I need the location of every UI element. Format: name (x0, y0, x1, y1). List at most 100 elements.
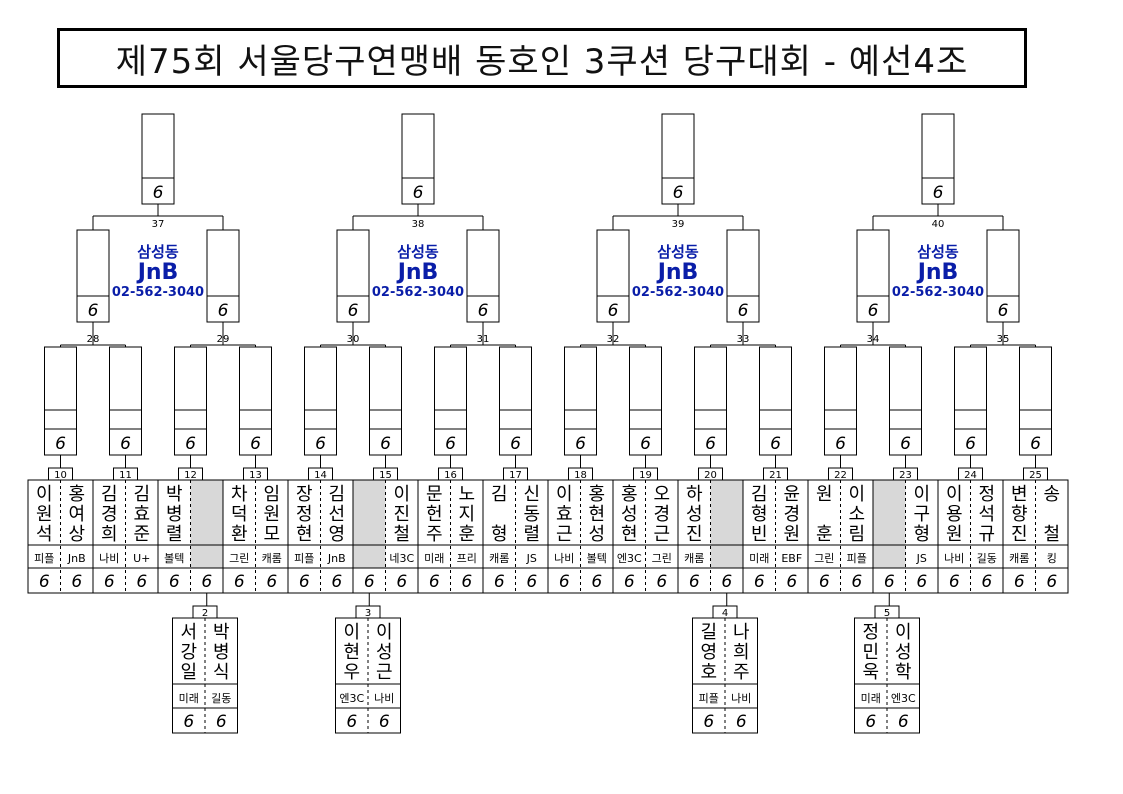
player-name-char: 주 (733, 662, 750, 683)
sponsor-brand: JnB (397, 260, 439, 285)
player-name-char: 희 (101, 524, 118, 545)
result-box (434, 346, 467, 456)
score-mark: 6 (656, 572, 667, 592)
match-number: 29 (217, 334, 230, 345)
result-box (661, 113, 695, 205)
player-name-char: 규 (978, 524, 995, 545)
score-mark: 6 (575, 434, 586, 454)
player-name-char: 렬 (166, 524, 183, 545)
player-name-char: 근 (556, 524, 573, 545)
player-name-char: 일 (180, 662, 197, 683)
match-number: 17 (509, 470, 522, 481)
result-box-frame (986, 229, 1020, 323)
player-name-char: 원 (816, 484, 833, 505)
player-name-char: 김 (491, 484, 508, 505)
player-name-char: 효 (133, 504, 150, 525)
bye-slot (710, 480, 743, 568)
player-name-char: 경 (101, 504, 118, 525)
result-box (206, 229, 240, 323)
player-name-char: 구 (913, 504, 930, 525)
score-mark: 6 (104, 572, 115, 592)
match-number: 21 (769, 470, 782, 481)
player-club: JS (916, 552, 927, 565)
bye-slot (190, 480, 223, 568)
match-number: 35 (997, 334, 1010, 345)
player-name-char: 진 (686, 524, 703, 545)
player-name-char: 헌 (426, 504, 443, 525)
result-box-frame (109, 346, 142, 456)
result-box (109, 346, 142, 456)
score-mark: 6 (703, 712, 714, 732)
player-club: JnB (67, 552, 86, 565)
match-number: 22 (834, 470, 847, 481)
player-name-char: 철 (1043, 524, 1060, 545)
match-number: 28 (87, 334, 100, 345)
score-mark: 6 (364, 572, 375, 592)
score-mark: 6 (380, 434, 391, 454)
match-number: 2 (202, 608, 208, 619)
player-name-char: 림 (848, 524, 865, 545)
player-name-char: 차 (231, 484, 248, 505)
player-name-char: 준 (133, 524, 150, 545)
score-mark: 6 (624, 572, 635, 592)
result-box-frame (596, 229, 630, 323)
player-name-char: 원 (263, 504, 280, 525)
player-name-char: 우 (343, 662, 360, 683)
score-mark: 6 (1030, 434, 1041, 454)
result-box (466, 229, 500, 323)
score-mark: 6 (216, 712, 227, 732)
match-number: 24 (964, 470, 977, 481)
player-club: 나비 (554, 552, 574, 565)
sponsor-phone: 02-562-3040 (111, 285, 205, 300)
score-mark: 6 (250, 434, 261, 454)
player-name-char: 성 (588, 524, 605, 545)
score-mark: 6 (868, 301, 879, 321)
match-number: 5 (884, 608, 890, 619)
score-mark: 6 (898, 712, 909, 732)
player-name-char: 성 (686, 504, 703, 525)
player-name-char: 변 (1011, 484, 1028, 505)
player-name-char: 학 (895, 662, 912, 683)
player-name-char: 석 (36, 524, 53, 545)
score-mark: 6 (819, 572, 830, 592)
player-name-char: 형 (751, 504, 768, 525)
score-mark: 6 (461, 572, 472, 592)
player-name-char: 현 (343, 642, 360, 663)
player-club: 캐롬 (684, 552, 704, 565)
player-name-char: 길 (700, 622, 717, 643)
player-club: 나비 (944, 552, 964, 565)
player-name-char: 병 (166, 504, 183, 525)
player-name-char: 홍 (68, 484, 85, 505)
player-name-char: 박 (213, 622, 230, 643)
player-name-char: 향 (1011, 504, 1028, 525)
score-mark: 6 (591, 572, 602, 592)
score-mark: 6 (348, 301, 359, 321)
score-mark: 6 (346, 712, 357, 732)
score-mark: 6 (738, 301, 749, 321)
player-name-char: 김 (101, 484, 118, 505)
sponsor-phone: 02-562-3040 (631, 285, 725, 300)
player-name-char: 성 (895, 642, 912, 663)
score-mark: 6 (933, 183, 944, 203)
player-name-char: 동 (523, 504, 540, 525)
score-mark: 6 (559, 572, 570, 592)
player-name-char: 형 (913, 524, 930, 545)
player-name-char: 용 (946, 504, 963, 525)
match-number: 18 (574, 470, 587, 481)
sponsor-brand: JnB (917, 260, 959, 285)
player-name-char: 상 (68, 524, 85, 545)
player-name-char: 장 (296, 484, 313, 505)
result-box-frame (856, 229, 890, 323)
player-club: 피플 (847, 552, 867, 565)
player-name-char: 훈 (816, 524, 833, 545)
score-mark: 6 (429, 572, 440, 592)
player-name-char: 이 (376, 622, 393, 643)
match-number: 16 (444, 470, 457, 481)
sponsor-phone: 02-562-3040 (371, 285, 465, 300)
result-box-frame (466, 229, 500, 323)
player-club: 미래 (861, 692, 881, 705)
score-mark: 6 (478, 301, 489, 321)
player-name-char: 식 (213, 662, 230, 683)
